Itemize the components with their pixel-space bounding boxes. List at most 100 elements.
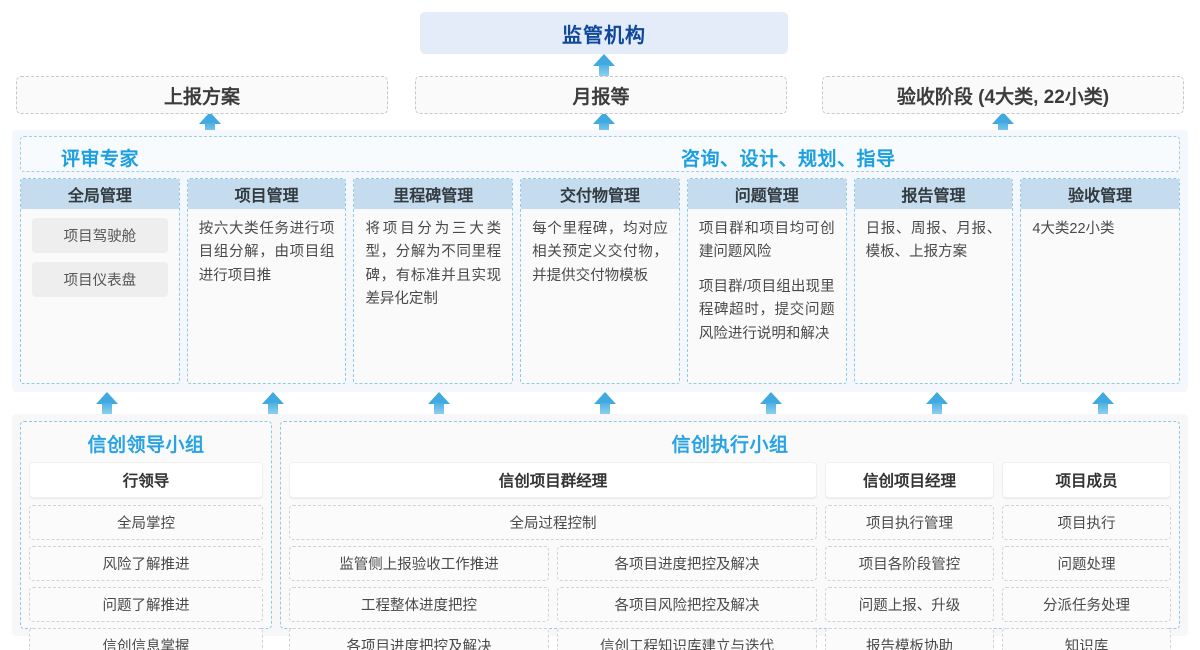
column-header[interactable]: 信创项目经理 [825,462,994,498]
list-item[interactable]: 各项目进度把控及解决 [289,628,549,650]
arrow-stem [599,65,609,80]
arrow-stem [434,403,444,418]
arrow-up-card-1 [96,392,118,418]
card-title[interactable]: 问题管理 [687,179,846,209]
arrow-head-icon [199,112,221,124]
top-box-acceptance-stage: 验收阶段 (4大类, 22小类) [822,76,1184,114]
arrow-up-card-3 [428,392,450,418]
column-header[interactable]: 项目成员 [1002,462,1171,498]
arrow-up-card-2 [262,392,284,418]
card-body: 每个里程碑，均对应相关预定义交付物，并提供交付物模板 [521,209,679,383]
arrow-stem [268,403,278,418]
leading-group-panel: 信创领导小组 行领导 全局掌控风险了解推进问题了解推进信创信息掌握 [20,421,272,650]
card-body: 日报、周报、月报、模板、上报方案 [855,209,1013,383]
arrow-stem [600,403,610,418]
management-card: 项目管理按六大类任务进行项目组分解，由项目组进行项目推 [186,178,347,384]
list-item[interactable]: 项目执行 [1002,505,1171,540]
card-paragraph: 项目群/项目组出现里程碑超时，提交问题风险进行说明和解决 [698,278,835,342]
list-item[interactable]: 问题了解推进 [29,587,263,622]
arrow-head-icon [262,392,284,404]
list-item[interactable]: 各项目进度把控及解决 [557,546,817,581]
arrow-up-card-4 [594,392,616,418]
card-body: 按六大类任务进行项目组分解，由项目组进行项目推 [188,209,346,383]
arrow-stem [1098,403,1108,418]
management-card: 报告管理日报、周报、月报、模板、上报方案 [853,178,1014,384]
card-body: 项目群和项目均可创建问题风险项目群/项目组出现里程碑超时，提交问题风险进行说明和… [688,209,846,383]
column-cell-list: 项目执行管理项目各阶段管控问题上报、升级报告模板协助 [825,505,994,650]
column-header[interactable]: 行领导 [29,462,263,498]
review-expert-label: 评审专家 [61,149,140,170]
top-box-monthly-report: 月报等 [415,76,787,114]
column-project-manager: 信创项目经理 项目执行管理项目各阶段管控问题上报、升级报告模板协助 [825,462,994,650]
column-header[interactable]: 信创项目群经理 [289,462,817,498]
arrow-head-icon [593,54,615,66]
arrow-head-icon [594,392,616,404]
exec-group-title: 信创执行小组 [671,435,789,456]
list-item[interactable]: 问题上报、升级 [825,587,994,622]
top-box-label: 月报等 [572,86,630,108]
card-title[interactable]: 全局管理 [21,179,179,209]
program-manager-left-cells: 监管侧上报验收工作推进工程整体进度把控各项目进度把控及解决 [289,546,549,650]
card-chip[interactable]: 项目仪表盘 [32,262,168,297]
arrow-head-icon [992,112,1014,124]
card-chip[interactable]: 项目驾驶舱 [32,218,168,253]
card-paragraph: 日报、周报、月报、模板、上报方案 [865,221,1002,261]
card-paragraph: 按六大类任务进行项目组分解，由项目组进行项目推 [198,221,335,284]
arrow-up-card-6 [926,392,948,418]
list-item[interactable]: 风险了解推进 [29,546,263,581]
card-paragraph: 项目群和项目均可创建问题风险 [698,221,835,261]
list-item[interactable]: 问题处理 [1002,546,1171,581]
list-item[interactable]: 知识库 [1002,628,1171,650]
card-paragraph: 将项目分为三大类型，分解为不同里程碑，有标准并且实现差异化定制 [365,221,502,308]
arrow-head-icon [926,392,948,404]
arrow-stem [766,403,776,418]
card-title[interactable]: 验收管理 [1021,179,1180,209]
management-card: 验收管理 4大类22小类 [1020,178,1181,384]
consulting-design-label: 咨询、设计、规划、指导 [681,149,896,170]
list-item[interactable]: 全局掌控 [29,505,263,540]
management-card: 全局管理项目驾驶舱项目仪表盘 [20,178,180,384]
program-manager-right-cells: 各项目进度把控及解决各项目风险把控及解决信创工程知识库建立与迭代 [557,546,817,650]
arrow-head-icon [760,392,782,404]
management-card: 问题管理项目群和项目均可创建问题风险项目群/项目组出现里程碑超时，提交问题风险进… [686,178,847,384]
arrow-up-monthly-to-regulator [593,54,615,80]
list-item[interactable]: 各项目风险把控及解决 [557,587,817,622]
card-paragraph: 4大类22小类 [1032,221,1115,237]
cell-global-process-control[interactable]: 全局过程控制 [289,505,817,540]
card-title[interactable]: 交付物管理 [521,179,679,209]
arrow-head-icon [96,392,118,404]
column-project-member: 项目成员 项目执行问题处理分派任务处理知识库 [1002,462,1171,650]
management-card-list: 全局管理项目驾驶舱项目仪表盘项目管理按六大类任务进行项目组分解，由项目组进行项目… [20,178,1181,384]
list-item[interactable]: 项目各阶段管控 [825,546,994,581]
top-box-report-plan: 上报方案 [16,76,388,114]
regulator-label: 监管机构 [562,24,646,47]
list-item[interactable]: 信创工程知识库建立与迭代 [557,628,817,650]
exec-group-panel: 信创执行小组 信创项目群经理 全局过程控制 监管侧上报验收工作推进工程整体进度把… [280,421,1180,650]
column-program-manager: 信创项目群经理 全局过程控制 监管侧上报验收工作推进工程整体进度把控各项目进度把… [289,462,817,650]
column-bank-leader: 行领导 全局掌控风险了解推进问题了解推进信创信息掌握 [29,462,263,650]
management-card: 里程碑管理将项目分为三大类型，分解为不同里程碑，有标准并且实现差异化定制 [353,178,514,384]
bottom-band: 信创领导小组 行领导 全局掌控风险了解推进问题了解推进信创信息掌握 信创执行小组… [12,414,1188,650]
arrow-head-icon [593,112,615,124]
column-cell-list: 全局掌控风险了解推进问题了解推进信创信息掌握 [29,505,263,650]
arrow-head-icon [1092,392,1114,404]
card-title[interactable]: 报告管理 [854,179,1013,209]
arrow-stem [932,403,942,418]
management-card: 交付物管理每个里程碑，均对应相关预定义交付物，并提供交付物模板 [520,178,680,384]
arrow-up-card-5 [760,392,782,418]
card-title[interactable]: 项目管理 [187,179,346,209]
top-box-label: 验收阶段 (4大类, 22小类) [896,86,1110,108]
list-item[interactable]: 工程整体进度把控 [289,587,549,622]
arrow-up-card-7 [1092,392,1114,418]
list-item[interactable]: 信创信息掌握 [29,628,263,650]
list-item[interactable]: 报告模板协助 [825,628,994,650]
exec-group-columns: 信创项目群经理 全局过程控制 监管侧上报验收工作推进工程整体进度把控各项目进度把… [281,462,1179,650]
list-item[interactable]: 监管侧上报验收工作推进 [289,546,549,581]
card-title[interactable]: 里程碑管理 [354,179,513,209]
top-box-label: 上报方案 [163,86,240,108]
card-paragraph: 每个里程碑，均对应相关预定义交付物，并提供交付物模板 [532,221,668,284]
arrow-stem [102,403,112,418]
list-item[interactable]: 分派任务处理 [1002,587,1171,622]
card-body: 将项目分为三大类型，分解为不同里程碑，有标准并且实现差异化定制 [354,209,512,383]
list-item[interactable]: 项目执行管理 [825,505,994,540]
